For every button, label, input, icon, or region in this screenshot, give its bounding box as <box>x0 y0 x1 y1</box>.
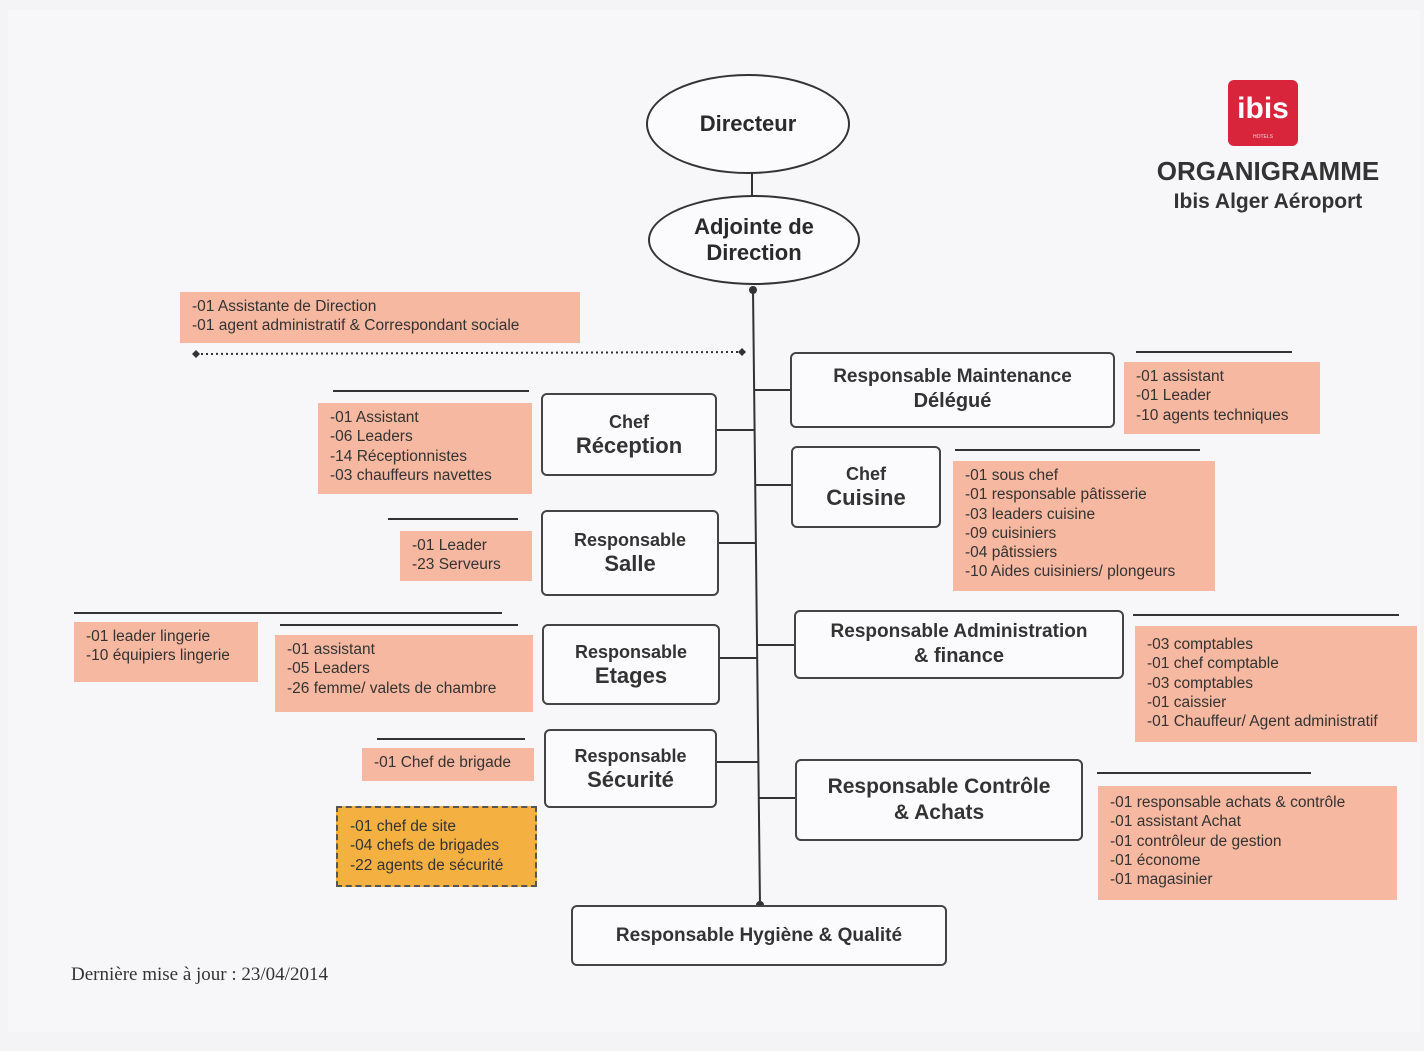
node-responsable-securite: Responsable Sécurité <box>544 729 717 808</box>
note-controle-staff: -01 responsable achats & contrôle -01 as… <box>1098 786 1397 900</box>
ibis-logo-icon: ibis HOTELS <box>1228 80 1298 146</box>
logo-subtext: HOTELS <box>1252 134 1273 140</box>
note-rule <box>1133 614 1399 616</box>
node-responsable-maintenance: Responsable Maintenance Délégué <box>790 352 1115 428</box>
node-responsable-hygiene-qualite: Responsable Hygiène & Qualité <box>571 905 947 966</box>
note-rule <box>280 624 518 626</box>
note-reception-staff: -01 Assistant -06 Leaders -14 Réceptionn… <box>318 403 532 494</box>
node-responsable-etages: Responsable Etages <box>542 624 720 705</box>
node-chef-reception: Chef Réception <box>541 393 717 476</box>
note-direction-staff: -01 Assistante de Direction -01 agent ad… <box>180 292 580 343</box>
note-rule <box>377 738 525 740</box>
node-responsable-administration: Responsable Administration & finance <box>794 610 1124 679</box>
node-responsable-controle-achats: Responsable Contrôle & Achats <box>795 759 1083 841</box>
note-securite-contract: -01 chef de site -04 chefs de brigades -… <box>336 806 537 887</box>
chart-subtitle: Ibis Alger Aéroport <box>1173 190 1363 213</box>
last-update-footer: Dernière mise à jour : 23/04/2014 <box>71 964 328 985</box>
note-rule <box>388 518 518 520</box>
note-securite-staff: -01 Chef de brigade <box>362 748 534 781</box>
note-rule <box>333 390 529 392</box>
note-administration-staff: -03 comptables -01 chef comptable -03 co… <box>1135 626 1417 742</box>
note-rule <box>1136 351 1292 353</box>
note-cuisine-staff: -01 sous chef -01 responsable pâtisserie… <box>953 461 1215 591</box>
note-rule <box>1097 772 1311 774</box>
node-chef-cuisine: Chef Cuisine <box>791 446 941 528</box>
node-responsable-salle: Responsable Salle <box>541 510 719 596</box>
note-rule <box>74 612 502 614</box>
note-maintenance-staff: -01 assistant -01 Leader -10 agents tech… <box>1124 362 1320 434</box>
note-salle-staff: -01 Leader -23 Serveurs <box>400 531 532 581</box>
node-directeur: Directeur <box>646 74 850 174</box>
note-lingerie-staff: -01 leader lingerie -10 équipiers linger… <box>74 622 258 682</box>
note-rule <box>955 449 1200 451</box>
note-etages-staff: -01 assistant -05 Leaders -26 femme/ val… <box>275 635 533 712</box>
chart-title: ORGANIGRAMME <box>1156 156 1380 186</box>
